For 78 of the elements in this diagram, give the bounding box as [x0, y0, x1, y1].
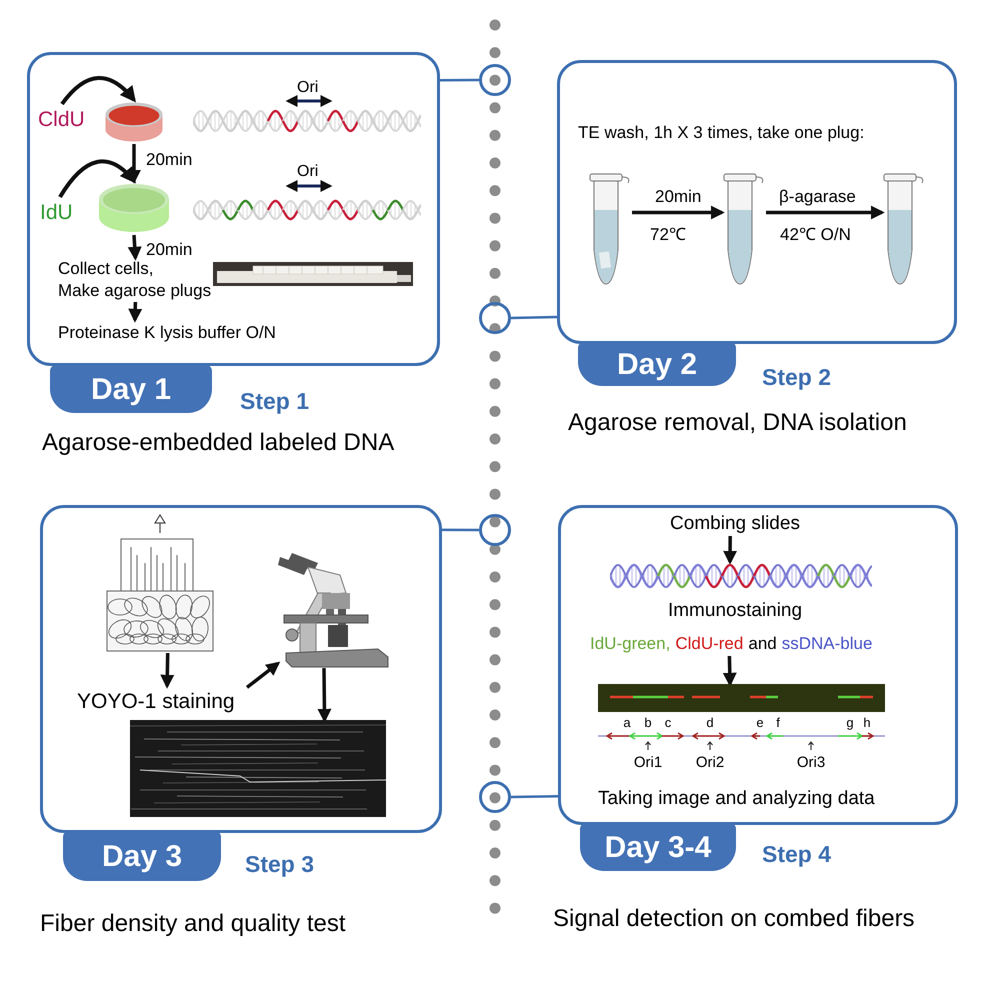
- temperature-label: 42℃ O/N: [780, 224, 851, 246]
- plug-mold-drawing: [213, 262, 413, 286]
- timeline-ring: [479, 64, 511, 96]
- petri-dish-drawing: [97, 181, 171, 235]
- stain-label: ssDNA-blue: [782, 633, 872, 656]
- fiber-point-label: b: [644, 714, 652, 732]
- fiber-point-label: e: [756, 714, 764, 732]
- step-number: Step 4: [762, 840, 832, 869]
- connector-line: [442, 528, 479, 532]
- dna-helix-drawing: [610, 562, 872, 590]
- panel-card: [557, 60, 957, 344]
- arrow: [722, 656, 737, 687]
- step-description: Fiber density and quality test: [40, 909, 346, 939]
- fiber-point-label: g: [846, 714, 854, 732]
- origin-label: Ori: [297, 78, 318, 98]
- curved-arrow: [58, 160, 136, 198]
- stain-label: and: [748, 633, 777, 656]
- edge-label: 20min: [146, 149, 192, 171]
- origin-label: Ori1: [634, 753, 662, 773]
- fiber-point-label: f: [776, 714, 780, 732]
- step-description: Signal detection on combed fibers: [553, 904, 915, 934]
- arrow: [246, 662, 280, 689]
- reagent-label: IdU: [40, 197, 80, 223]
- fluorescence-image-placeholder: [598, 684, 885, 712]
- step-text: Combing slides: [655, 510, 815, 536]
- step-text: TE wash, 1h X 3 times, take one plug:: [578, 120, 953, 144]
- fiber-point-label: d: [706, 714, 714, 732]
- day-tab: Day 3-4: [580, 823, 736, 871]
- step-text: YOYO-1 staining: [77, 686, 247, 714]
- stain-label: IdU-green,: [590, 633, 670, 656]
- origin-label: Ori2: [696, 753, 724, 773]
- timeline-ring: [479, 514, 511, 546]
- origin-label: Ori3: [796, 753, 826, 773]
- timeline-ring: [479, 781, 511, 813]
- edge-label: 20min: [146, 239, 192, 261]
- stain-label: CldU-red: [675, 633, 744, 656]
- arrow: [723, 536, 738, 565]
- step-description: Agarose-embedded labeled DNA: [42, 428, 394, 458]
- step-description: Agarose removal, DNA isolation: [568, 408, 907, 438]
- fiber-point-label: c: [664, 714, 672, 732]
- step-text: Proteinase K lysis buffer O/N: [58, 320, 318, 344]
- temperature-label: 72℃: [650, 224, 686, 246]
- arrow: [128, 302, 142, 323]
- step-text: Make agarose plugs: [58, 280, 212, 302]
- connector-line: [440, 78, 479, 82]
- reagent-label: CldU: [38, 104, 86, 130]
- day-tab: Day 3: [63, 831, 221, 881]
- fiber-point-label: a: [623, 714, 631, 732]
- step-number: Step 3: [245, 850, 314, 879]
- arrow: [127, 144, 141, 184]
- origin-label: Ori: [297, 162, 318, 182]
- step-text: Taking image and analyzing data: [598, 785, 918, 811]
- dna-plug-comb-drawing: [105, 537, 215, 653]
- arrow: [128, 234, 142, 261]
- arrow: [766, 205, 885, 220]
- day-tab: Day 1: [50, 365, 212, 413]
- connector-line: [510, 794, 558, 798]
- edge-label: β-agarase: [779, 186, 856, 208]
- step-text: Collect cells,: [58, 258, 154, 280]
- panel-card: [27, 52, 440, 366]
- connector-line: [510, 316, 558, 320]
- arrow: [632, 205, 725, 220]
- replication-fork-drawing: [598, 731, 885, 751]
- panel-card: [40, 505, 442, 833]
- arrow: [160, 652, 174, 689]
- day-tab: Day 2: [578, 342, 736, 386]
- fiber-micrograph-placeholder: [130, 720, 386, 817]
- panel-card: [558, 505, 958, 825]
- dna-helix-drawing: [193, 198, 421, 222]
- edge-label: 20min: [655, 186, 702, 208]
- step-number: Step 1: [240, 387, 310, 416]
- timeline-ring: [479, 302, 511, 334]
- dna-helix-drawing: [193, 108, 421, 134]
- step-number: Step 2: [762, 363, 832, 392]
- curved-arrow: [60, 76, 136, 106]
- arrow: [317, 668, 332, 723]
- step-text: Immunostaining: [650, 597, 820, 623]
- fiber-point-label: h: [863, 714, 871, 732]
